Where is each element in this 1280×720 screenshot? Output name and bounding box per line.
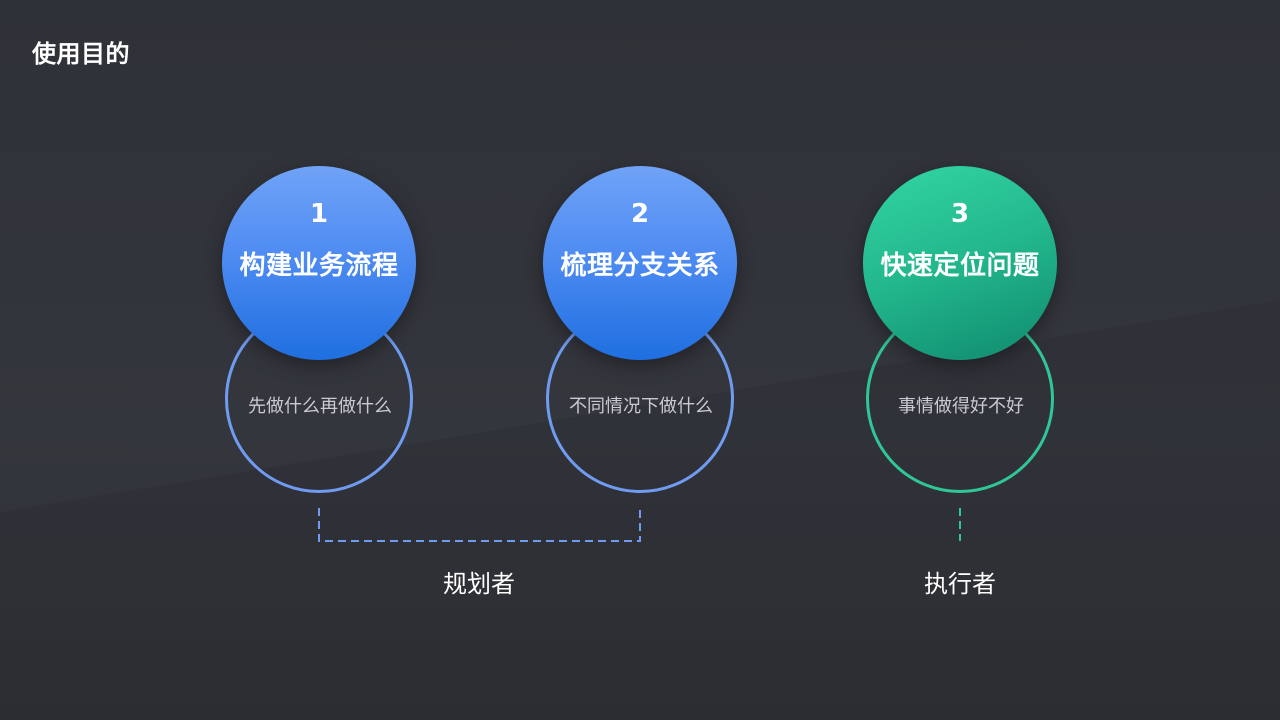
- item-description: 先做什么再做什么: [248, 396, 392, 417]
- item-number: 1: [309, 199, 329, 229]
- item-build-process: 先做什么再做什么 1 构建业务流程: [222, 166, 422, 496]
- item-label: 梳理分支关系: [560, 251, 720, 281]
- item-disc: 2 梳理分支关系: [543, 166, 737, 360]
- page-title: 使用目的: [32, 40, 130, 68]
- planner-bracket: [318, 508, 641, 542]
- item-disc: 1 构建业务流程: [222, 166, 416, 360]
- role-executor: 执行者: [924, 570, 996, 598]
- item-description: 不同情况下做什么: [569, 396, 713, 417]
- item-number: 3: [950, 199, 970, 229]
- item-disc: 3 快速定位问题: [863, 166, 1057, 360]
- item-number: 2: [630, 199, 650, 229]
- item-locate-problems: 事情做得好不好 3 快速定位问题: [863, 166, 1063, 496]
- item-branch-relations: 不同情况下做什么 2 梳理分支关系: [543, 166, 743, 496]
- item-label: 快速定位问题: [880, 251, 1040, 281]
- item-label: 构建业务流程: [239, 251, 399, 281]
- item-description: 事情做得好不好: [898, 396, 1024, 417]
- role-planner: 规划者: [443, 570, 515, 598]
